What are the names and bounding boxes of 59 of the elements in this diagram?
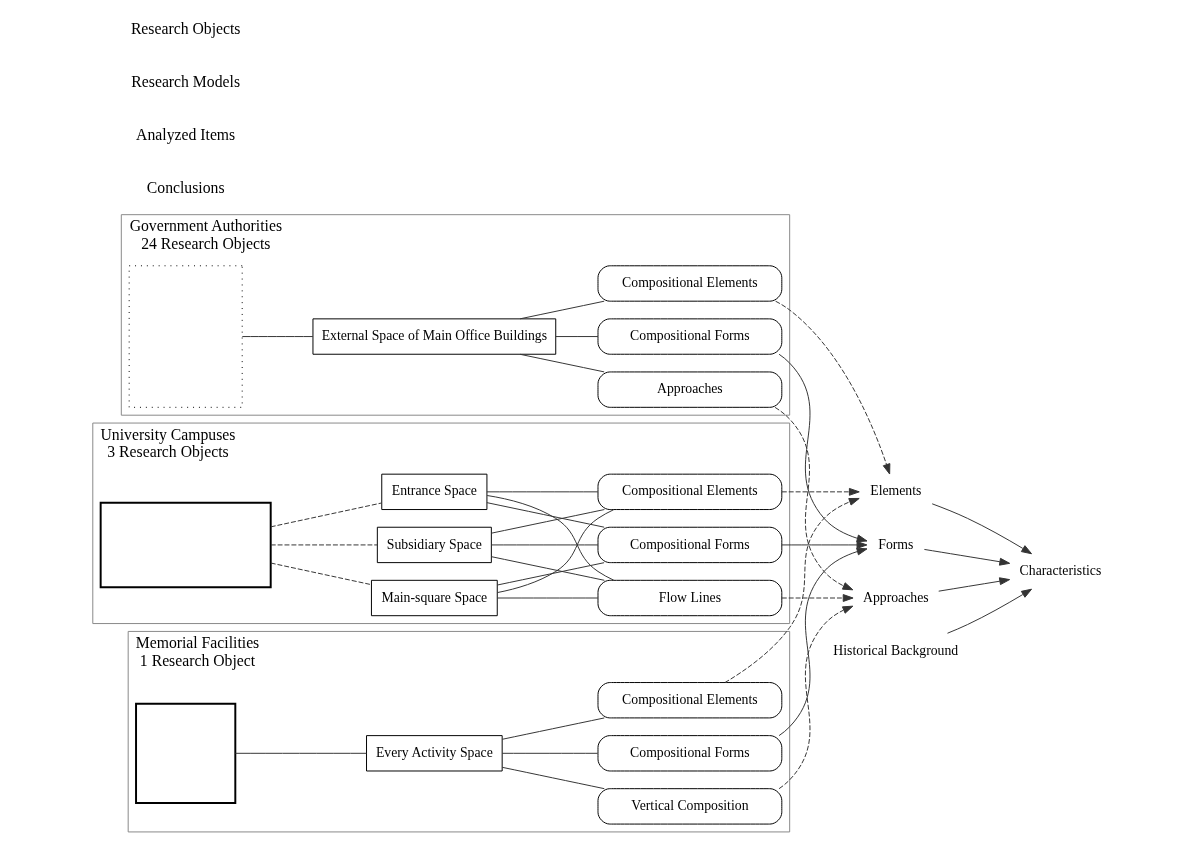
connector xyxy=(269,562,372,586)
node-box: Subsidiary Space xyxy=(376,526,492,564)
node-box: Compositional Elements xyxy=(597,265,782,302)
arrow xyxy=(937,577,1010,592)
label: Research Models xyxy=(130,72,240,90)
node-box: Compositional Elements xyxy=(597,473,782,511)
node-box: Vertical Composition xyxy=(597,788,782,825)
node-box xyxy=(128,265,243,408)
connector xyxy=(496,509,614,594)
node-box: Compositional Forms xyxy=(597,526,782,564)
connector xyxy=(485,502,605,528)
connector xyxy=(496,597,598,599)
label: Conclusions xyxy=(146,178,225,196)
arrow xyxy=(774,300,890,475)
node-box: Entrance Space xyxy=(380,473,487,511)
arrow xyxy=(724,497,860,683)
connector xyxy=(501,752,598,754)
connector xyxy=(490,556,605,581)
arrow xyxy=(780,594,854,602)
connector xyxy=(269,502,382,528)
arrow xyxy=(774,406,853,591)
node-box: Main-square Space xyxy=(370,579,498,617)
connector xyxy=(269,544,378,546)
node-box: Compositional Forms xyxy=(597,318,782,355)
connector xyxy=(241,336,313,338)
arrow xyxy=(931,503,1032,555)
connector xyxy=(485,491,598,493)
connector xyxy=(490,509,605,534)
node-box: Compositional Elements xyxy=(597,682,782,719)
connector xyxy=(501,717,605,740)
node-text: Historical Background xyxy=(832,642,958,658)
node-box: Compositional Forms xyxy=(597,735,782,772)
label: Research Objects xyxy=(130,19,240,37)
connector xyxy=(519,300,605,320)
arrow xyxy=(923,548,1010,566)
arrow xyxy=(778,353,867,543)
node-text: Approaches xyxy=(862,589,929,605)
connector xyxy=(501,766,605,790)
node-box xyxy=(134,702,236,804)
arrow xyxy=(946,588,1032,634)
node-text: Elements xyxy=(869,483,921,499)
connector xyxy=(554,336,598,338)
connector xyxy=(234,752,367,754)
node-text: Characteristics xyxy=(1019,563,1101,579)
node-box: External Space of Main Office Buildings xyxy=(311,318,556,355)
arrow xyxy=(778,547,867,737)
node-box: Every Activity Space xyxy=(365,735,503,772)
connector xyxy=(490,544,598,546)
node-box: Approaches xyxy=(597,371,782,408)
label: Analyzed Items xyxy=(135,125,235,143)
arrow xyxy=(778,605,853,790)
node-text: Forms xyxy=(877,536,913,552)
node-box xyxy=(99,501,272,589)
arrow xyxy=(780,541,867,549)
connector xyxy=(519,353,605,373)
node-box: Flow Lines xyxy=(597,579,782,617)
connector xyxy=(486,495,614,581)
connector xyxy=(496,562,605,586)
arrow xyxy=(780,487,860,496)
